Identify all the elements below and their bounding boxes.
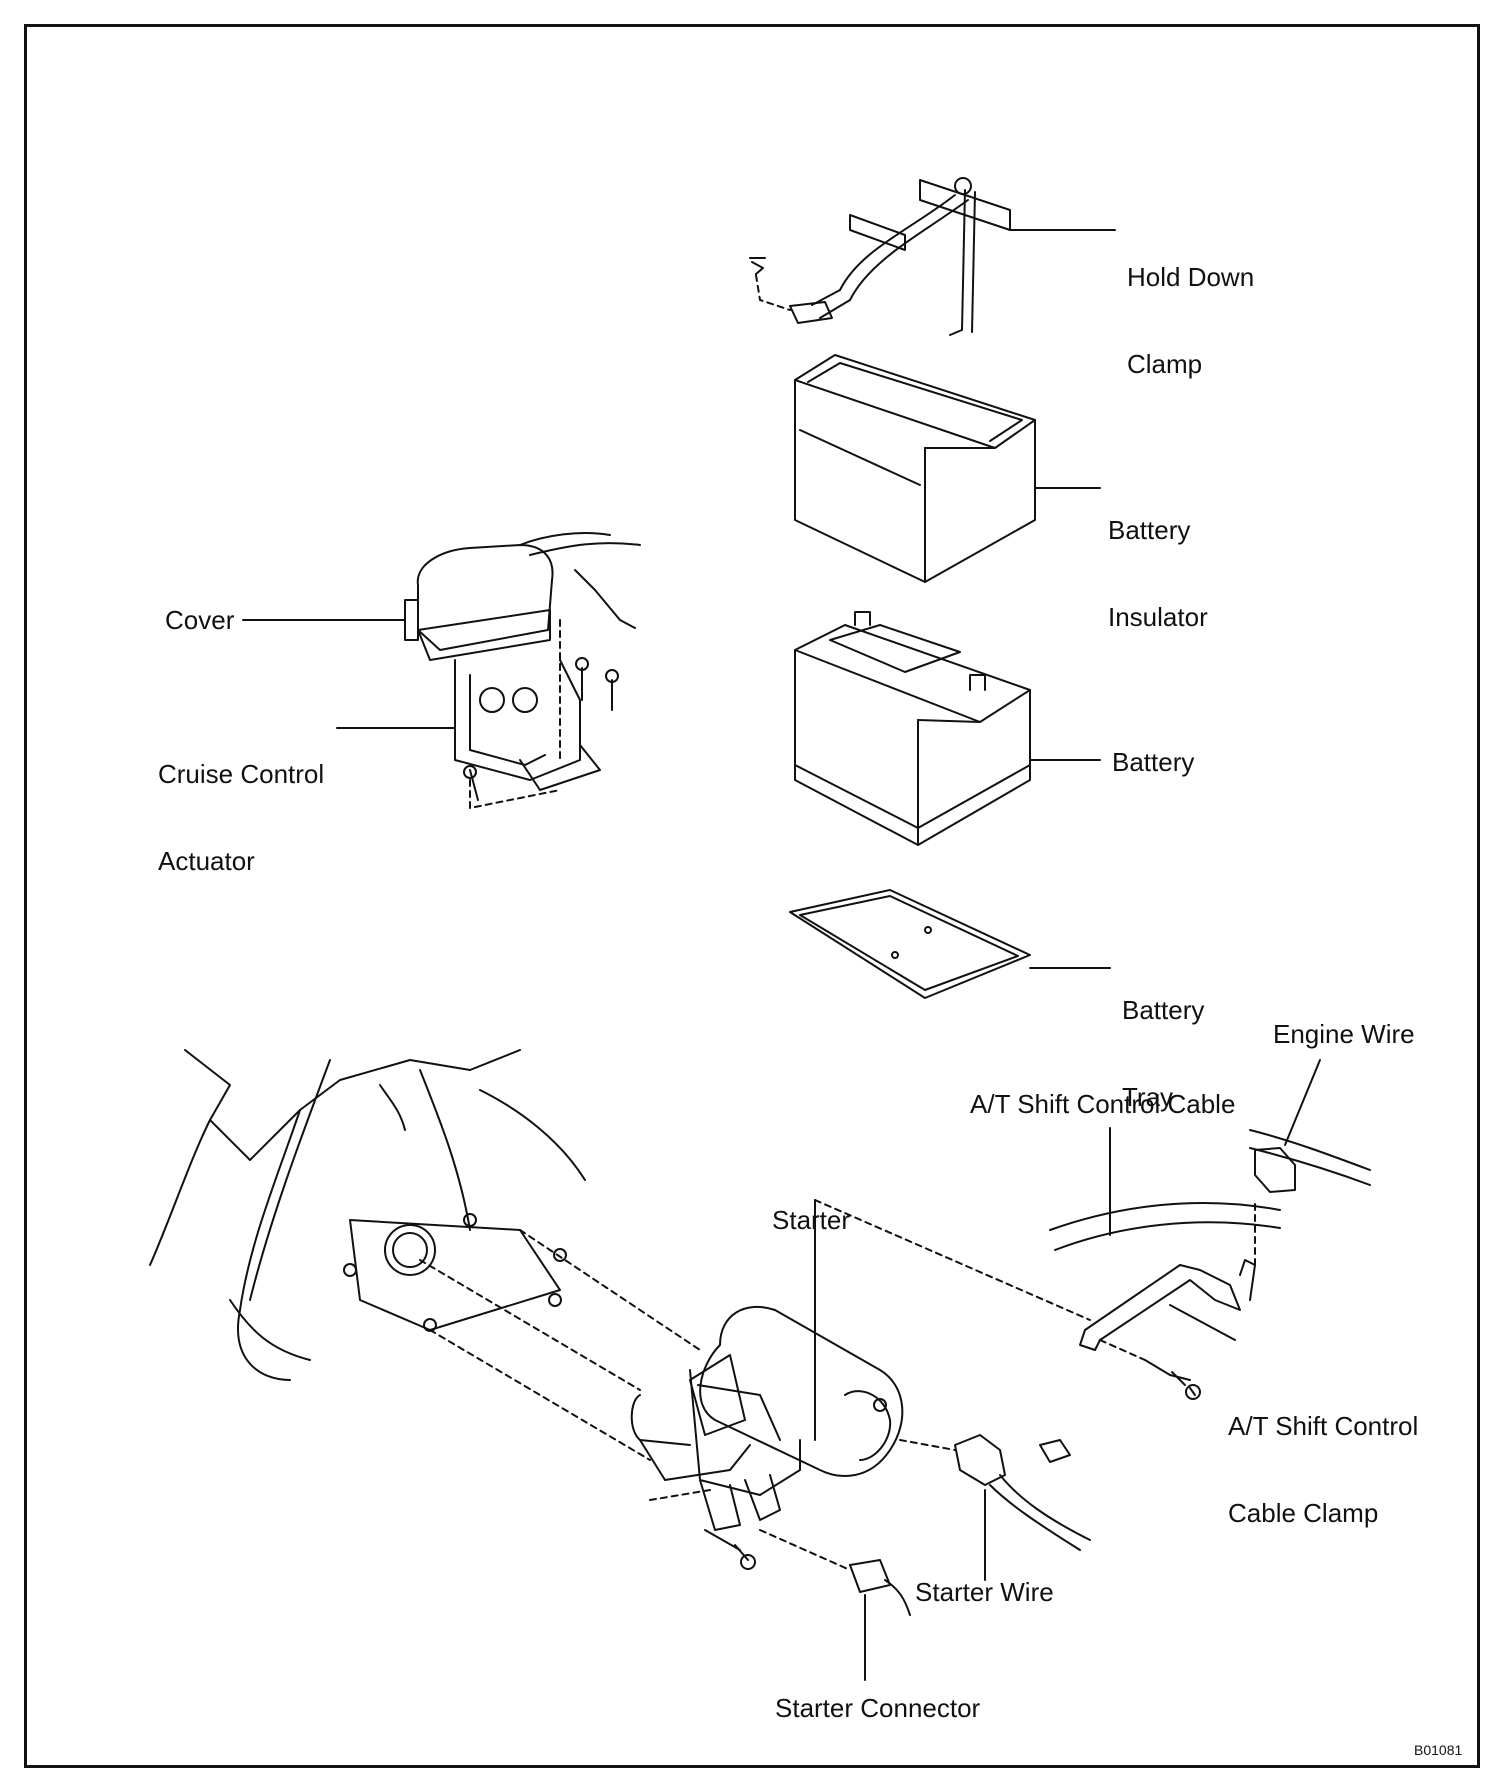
leader-lines: [242, 229, 1321, 1681]
starter-bolt: [704, 1529, 749, 1561]
label-battery: Battery: [1112, 747, 1195, 777]
label-cover: Cover: [165, 605, 235, 635]
engine-wire-part: [1249, 1129, 1371, 1193]
label-cruise-control-actuator-line2: Actuator: [158, 846, 255, 876]
label-battery-tray: Battery Tray: [1122, 938, 1204, 1141]
label-hold-down-clamp-line2: Clamp: [1127, 349, 1203, 379]
label-at-shift-control-cable-clamp-line1: A/T Shift Control: [1228, 1411, 1419, 1441]
label-battery-insulator: Battery Insulator: [1108, 458, 1208, 661]
cruise-control-actuator-part: [404, 532, 641, 809]
hold-down-clamp-part: [749, 177, 1011, 336]
engine-block-part: [149, 1049, 586, 1381]
diagram-frame: [24, 24, 1480, 1768]
battery-tray-part: [789, 889, 1031, 999]
label-hold-down-clamp: Hold Down Clamp: [1127, 205, 1254, 408]
figure-code: B01081: [1414, 1742, 1463, 1758]
label-battery-tray-line1: Battery: [1122, 995, 1205, 1025]
battery-insulator-part: [794, 354, 1036, 583]
battery-part: [794, 611, 1031, 846]
label-battery-insulator-line1: Battery: [1108, 515, 1191, 545]
starter-wire-part: [759, 1434, 1091, 1616]
label-battery-tray-line2: Tray: [1122, 1082, 1174, 1112]
label-hold-down-clamp-line1: Hold Down: [1127, 262, 1255, 292]
label-cruise-control-actuator: Cruise Control Actuator: [158, 702, 324, 905]
starter-part: [630, 1199, 904, 1531]
label-at-shift-control-cable: A/T Shift Control Cable: [970, 1089, 1236, 1119]
label-cruise-control-actuator-line1: Cruise Control: [158, 759, 325, 789]
label-battery-insulator-line2: Insulator: [1108, 602, 1208, 632]
label-starter-connector: Starter Connector: [775, 1693, 981, 1723]
label-engine-wire: Engine Wire: [1273, 1019, 1415, 1049]
label-at-shift-control-cable-clamp-line2: Cable Clamp: [1228, 1498, 1379, 1528]
starter-mount-lines: [419, 1199, 1091, 1501]
label-starter-wire: Starter Wire: [915, 1577, 1054, 1607]
label-starter: Starter: [772, 1205, 851, 1235]
label-at-shift-control-cable-clamp: A/T Shift Control Cable Clamp: [1228, 1354, 1418, 1557]
at-shift-cable-part: [1049, 1199, 1281, 1400]
